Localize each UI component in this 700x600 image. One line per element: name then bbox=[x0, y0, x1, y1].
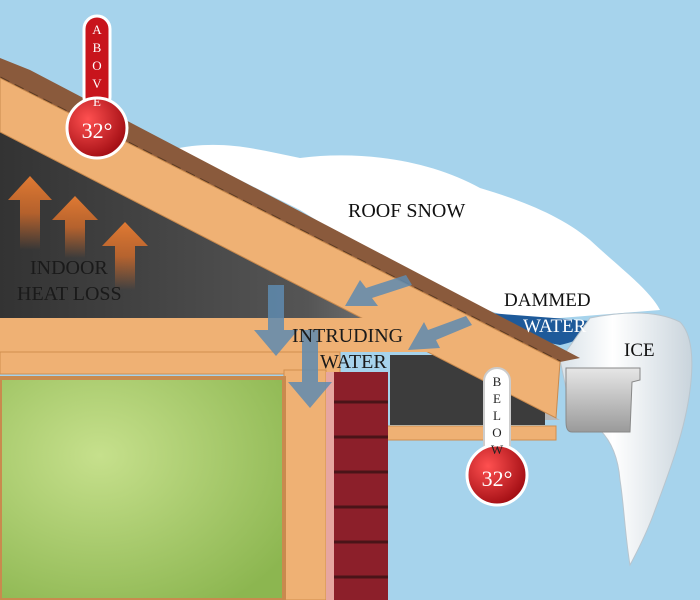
eave-plate bbox=[379, 425, 557, 441]
heat-arrow bbox=[102, 222, 148, 290]
heat-arrow bbox=[52, 196, 98, 258]
thermo-letter: B bbox=[93, 40, 102, 55]
heat-loss-arrows bbox=[8, 176, 148, 290]
thermometer-bulb bbox=[65, 96, 129, 160]
indoor-heat-loss-label: INDOOR HEAT LOSS bbox=[17, 257, 122, 305]
indoor-label-line2: HEAT LOSS bbox=[17, 283, 122, 305]
ceiling-beam bbox=[0, 351, 341, 375]
interior-room bbox=[0, 376, 286, 600]
heat-arrow bbox=[8, 176, 52, 250]
thermometer-value: 32° bbox=[482, 466, 513, 491]
intruding-water-label: INTRUDING WATER bbox=[292, 325, 403, 373]
thermo-letter: E bbox=[493, 391, 501, 406]
dammed-label: DAMMED bbox=[504, 290, 591, 311]
thermometer-bulb bbox=[465, 443, 529, 507]
water-arrow bbox=[408, 316, 472, 350]
thermo-letter: V bbox=[92, 76, 102, 91]
ceiling-joist bbox=[0, 318, 500, 352]
wall-stud bbox=[283, 369, 327, 600]
roof-snow-label: ROOF SNOW bbox=[348, 200, 465, 222]
intruding-label-line2: WATER bbox=[320, 351, 387, 373]
intruding-label-line1: INTRUDING bbox=[292, 325, 403, 347]
thermo-letter: B bbox=[493, 374, 502, 389]
water-arrow bbox=[345, 275, 412, 306]
sheathing bbox=[326, 372, 334, 600]
gutter bbox=[565, 367, 641, 433]
thermo-letter: E bbox=[93, 94, 101, 109]
thermo-letter: O bbox=[92, 58, 101, 73]
ice-label: ICE bbox=[624, 340, 655, 361]
water-arrow bbox=[288, 330, 332, 408]
brick-wall bbox=[334, 372, 388, 600]
thermo-letter: W bbox=[491, 442, 504, 457]
thermometer-value: 32° bbox=[82, 118, 113, 143]
roof-snow bbox=[170, 144, 660, 320]
dammed-water bbox=[480, 312, 600, 345]
thermo-letter: A bbox=[92, 22, 102, 37]
thermo-letter: O bbox=[492, 425, 501, 440]
dammed-water-label: WATER bbox=[523, 316, 587, 337]
indoor-label-line1: INDOOR bbox=[30, 257, 108, 279]
shingles bbox=[0, 58, 580, 362]
thermometer-above: A B O V E 32° bbox=[65, 14, 129, 160]
water-arrow bbox=[254, 285, 298, 356]
thermo-letter: L bbox=[493, 408, 501, 423]
thermometer-below: B E L O W 32° bbox=[465, 367, 529, 507]
water-arrows bbox=[254, 275, 472, 408]
